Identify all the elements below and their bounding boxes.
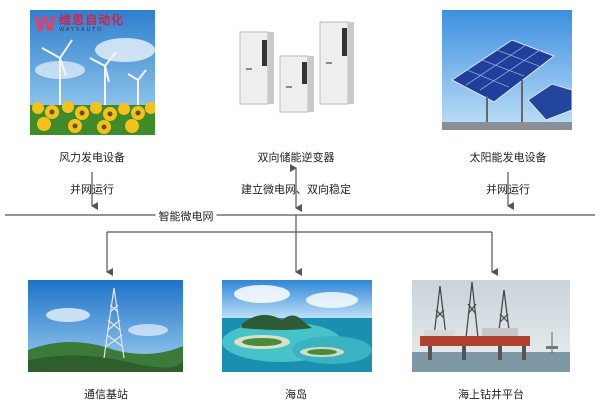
logo-tagline: WAYSAUTO — [59, 27, 104, 33]
island-label: 海岛 — [285, 388, 307, 401]
telecom-tower-image — [28, 280, 183, 372]
solar-power-label: 太阳能发电设备 — [469, 151, 547, 164]
platform-label: 海上钻井平台 — [458, 388, 524, 401]
solar-panels-image — [442, 10, 572, 130]
logo-name: 维思自动化 — [59, 13, 125, 27]
telecom-label: 通信基站 — [84, 388, 128, 401]
inverter-label: 双向储能逆变器 — [257, 151, 335, 164]
inverter-image — [232, 18, 360, 113]
wind-power-image: W 维思自动化 WAYSAUTO — [30, 10, 155, 135]
grid-label: 智能微电网 — [155, 208, 217, 224]
logo-mark: W — [34, 12, 57, 36]
offshore-platform-image — [412, 280, 570, 372]
company-logo: W 维思自动化 WAYSAUTO — [34, 12, 125, 36]
island-image — [222, 280, 372, 372]
wind-power-label: 风力发电设备 — [59, 151, 125, 164]
